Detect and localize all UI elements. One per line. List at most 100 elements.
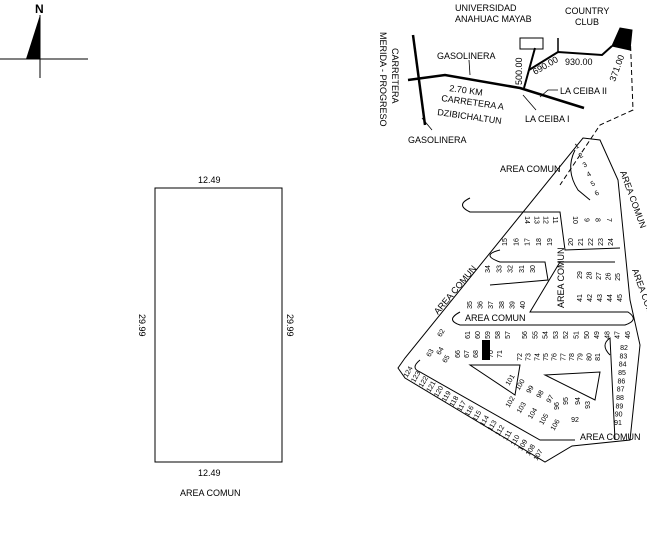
lot-24: 24 (608, 238, 615, 246)
area-comun-label: AREA COMUN (500, 164, 561, 174)
location-map-labels: UNIVERSIDAD ANAHUAC MAYAB COUNTRY CLUB G… (378, 3, 626, 145)
lot-34: 34 (485, 265, 492, 273)
lot-122: 122 (418, 375, 430, 389)
lot-82: 82 (620, 345, 628, 352)
road-central (452, 261, 634, 326)
university-label: UNIVERSIDAD (455, 3, 517, 13)
lot-40: 40 (520, 301, 527, 309)
leader (468, 59, 471, 76)
lot-bottom-dimension: 12.49 (198, 468, 221, 478)
lot-81: 81 (595, 353, 602, 361)
lot-1: 1 (574, 143, 581, 151)
lot-103: 103 (516, 401, 528, 415)
site-plan (397, 137, 641, 463)
lot-20: 20 (568, 238, 575, 246)
lot-39: 39 (509, 301, 516, 309)
lot-41: 41 (577, 294, 584, 302)
lot-48: 48 (604, 331, 611, 339)
lot-90: 90 (615, 412, 623, 419)
lot-58: 58 (495, 331, 502, 339)
distance-label: 2.70 KM (449, 83, 484, 98)
lot-4: 4 (586, 171, 593, 179)
lot-84: 84 (619, 362, 627, 369)
lot-36: 36 (478, 301, 485, 309)
lot-104: 104 (527, 407, 539, 421)
lot-68: 68 (473, 350, 480, 358)
lot-83: 83 (619, 353, 627, 360)
lot-right-dimension: 29.99 (285, 314, 295, 337)
north-arrow-icon (26, 15, 40, 59)
lot-50: 50 (584, 331, 591, 339)
lot-106: 106 (550, 418, 562, 432)
lot-76: 76 (552, 353, 559, 361)
lot-14: 14 (523, 216, 530, 224)
lot-29: 29 (577, 271, 584, 279)
lot-79: 79 (578, 353, 585, 361)
lot-124: 124 (403, 365, 415, 379)
lot-outline (154, 187, 283, 463)
area-comun-label: AREA COMUN (580, 432, 641, 442)
lot-25: 25 (615, 273, 622, 281)
lot-109: 109 (517, 439, 529, 453)
common-area-labels: AREA COMUN AREA COMUN AREA COMUN AREA CO… (432, 164, 647, 442)
lot-52: 52 (563, 331, 570, 339)
lot-10: 10 (571, 216, 578, 224)
lot-17: 17 (525, 238, 532, 246)
lot-70: 70 (488, 350, 495, 358)
lot-37: 37 (488, 301, 495, 309)
lot-100: 100 (515, 378, 527, 392)
lot-63: 63 (426, 348, 436, 358)
lot-119: 119 (441, 390, 453, 403)
leader (421, 117, 433, 131)
lot-19: 19 (547, 238, 554, 246)
lot-74: 74 (534, 353, 541, 361)
lot-31: 31 (519, 265, 526, 273)
highway-label: CARRETERA (390, 48, 400, 104)
lot-121: 121 (426, 380, 438, 394)
lot-112: 112 (495, 424, 507, 437)
lot-89: 89 (615, 403, 623, 410)
la-ceiba-2-label: LA CEIBA II (560, 86, 607, 96)
lot-77: 77 (560, 353, 567, 361)
area-comun-label: AREA COMUN (465, 313, 526, 323)
lot-left-dimension: 29.99 (137, 314, 147, 337)
lot-57: 57 (505, 331, 512, 339)
lot-67: 67 (464, 350, 471, 358)
segment-500: 500.00 (514, 57, 524, 85)
highway-label-2: MERIDA - PROGRESO (378, 32, 388, 127)
segment-690: 690.00 (531, 54, 560, 76)
lot-60: 60 (475, 331, 482, 339)
lot-27: 27 (596, 272, 603, 280)
lot-71: 71 (497, 350, 504, 358)
segment-371: 371.00 (607, 53, 626, 82)
lot-8: 8 (594, 218, 601, 222)
road-500 (523, 47, 536, 89)
lot-16: 16 (513, 238, 520, 246)
lot-30: 30 (530, 265, 537, 273)
lot-94: 94 (575, 397, 582, 405)
highlighted-lot (482, 340, 490, 360)
lot-66: 66 (455, 350, 462, 358)
lot-caption: AREA COMUN (180, 488, 241, 498)
gas-station-top-label: GASOLINERA (437, 51, 496, 61)
road-dzibichaltun (407, 73, 585, 110)
lot-21: 21 (578, 238, 585, 246)
lot-98: 98 (536, 389, 546, 399)
lot-35: 35 (467, 301, 474, 309)
road-mid (489, 249, 549, 286)
lot-102: 102 (505, 395, 517, 409)
lot-110: 110 (510, 434, 522, 447)
lot-11: 11 (551, 216, 558, 223)
lot-114: 114 (479, 414, 491, 427)
lot-88: 88 (616, 395, 624, 402)
road-north (570, 149, 591, 201)
gas-station-bottom-label: GASOLINERA (408, 135, 467, 145)
lot-56: 56 (522, 331, 529, 339)
university-label-2: ANAHUAC MAYAB (455, 14, 532, 24)
road-east (604, 337, 616, 441)
lot-6: 6 (594, 190, 601, 198)
lot-7: 7 (605, 218, 612, 222)
lot-73: 73 (526, 353, 533, 361)
